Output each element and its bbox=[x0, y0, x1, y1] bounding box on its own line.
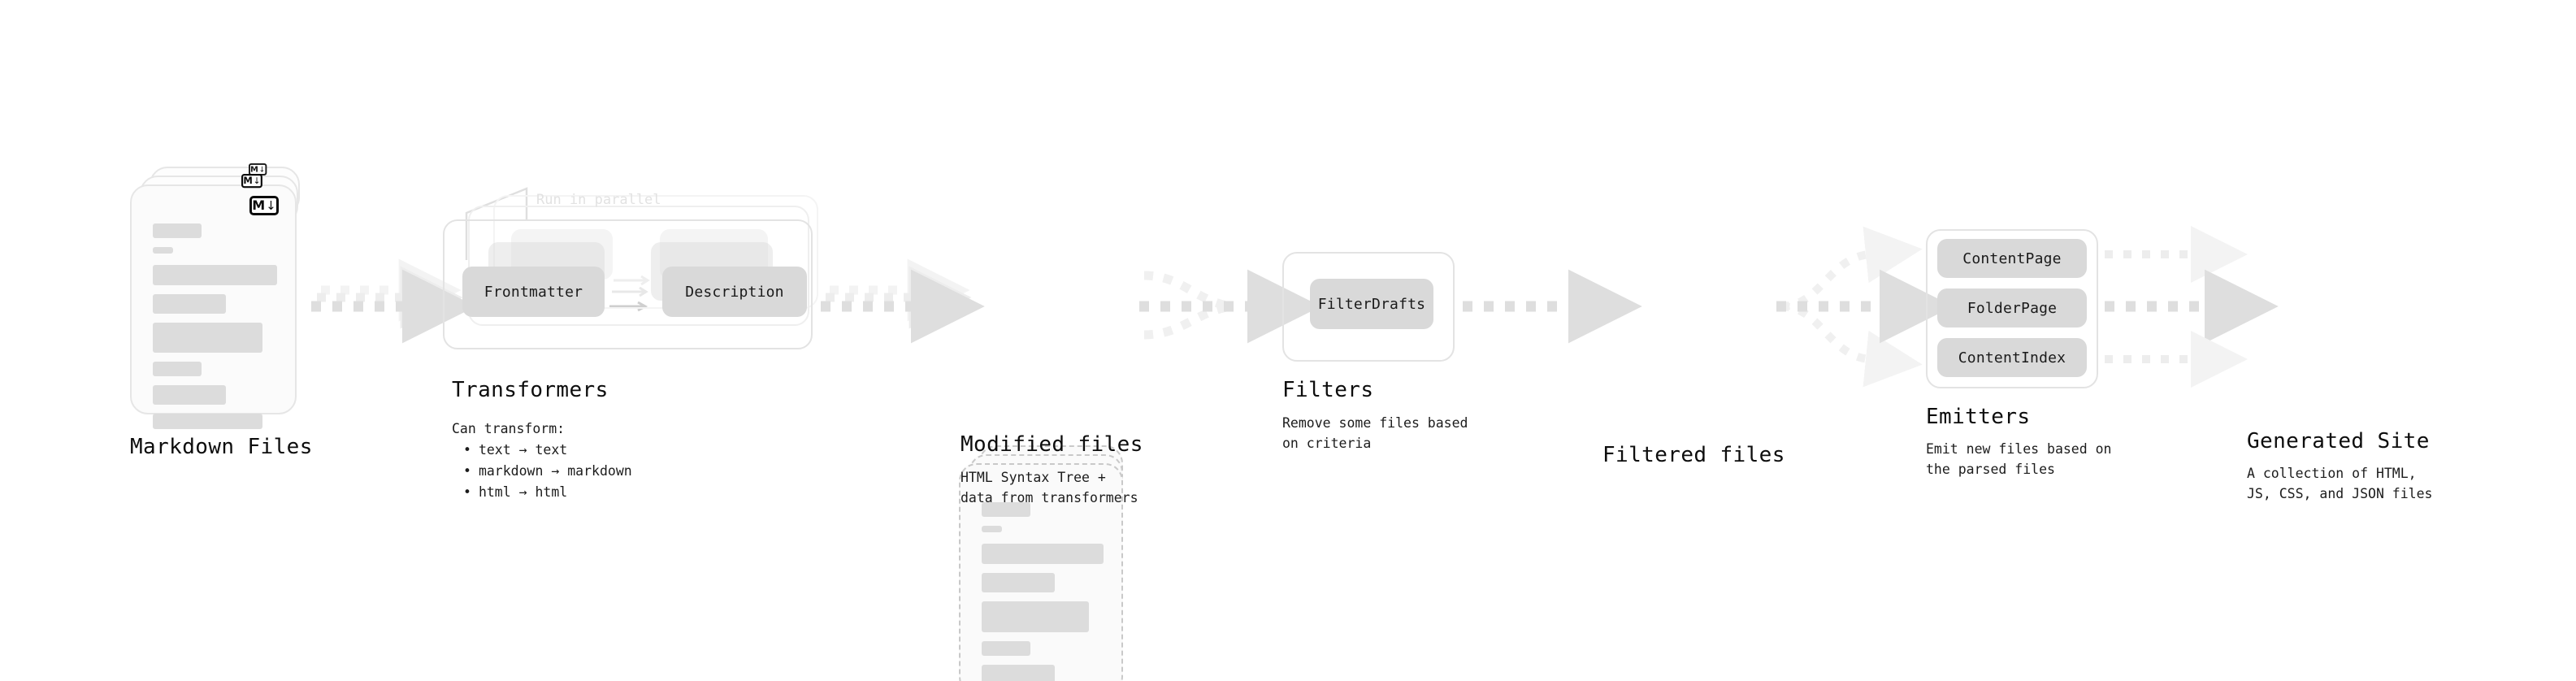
filters-group-box bbox=[1282, 252, 1455, 362]
markdown-icon-letter: M bbox=[252, 197, 266, 213]
markdown-icon-arrow: ↓ bbox=[266, 197, 276, 213]
stage-filters: FilterDrafts bbox=[1282, 252, 1457, 362]
stage-emitters: ContentPage FolderPage ContentIndex bbox=[1926, 229, 2113, 392]
stage-title-filtered-files: Filtered files bbox=[1602, 443, 1785, 467]
stage-transformers: Frontmatter Description bbox=[443, 195, 833, 358]
markdown-icon-arrow: ↓ bbox=[258, 164, 266, 174]
transformers-bullet-list: text → text markdown → markdown html → h… bbox=[463, 440, 632, 503]
transformer-group-ghost-1 bbox=[468, 206, 809, 326]
stage-title-emitters: Emitters bbox=[1926, 405, 2031, 429]
arrow-transformers-to-modified bbox=[821, 258, 985, 344]
card-placeholder-bars bbox=[982, 502, 1104, 681]
stage-title-markdown-files: Markdown Files bbox=[130, 435, 313, 459]
stage-modified-files bbox=[959, 445, 1154, 681]
run-in-parallel-note: Run in parallel bbox=[536, 192, 661, 208]
transformer-pill-frontmatter[interactable]: Frontmatter bbox=[462, 267, 605, 317]
filters-pill-filterdrafts[interactable]: FilterDrafts bbox=[1310, 279, 1433, 329]
card-sheet-front bbox=[959, 463, 1123, 681]
markdown-icon: M↓ bbox=[249, 196, 279, 215]
markdown-icon-letter: M bbox=[243, 175, 253, 187]
arrow-filtered-to-emitters bbox=[1776, 226, 1954, 388]
stage-title-transformers: Transformers bbox=[452, 378, 609, 402]
stage-title-generated-site: Generated Site bbox=[2247, 429, 2430, 453]
transformers-bullets: Can transform: text → text markdown → ma… bbox=[452, 419, 632, 503]
markdown-icon-back-1: M↓ bbox=[241, 174, 262, 189]
stage-markdown-files: M↓ M↓ M↓ bbox=[130, 163, 325, 435]
arrow-markdown-to-transformers bbox=[311, 258, 476, 344]
stage-subtitle-emitters: Emit new files based on the parsed files bbox=[1926, 441, 2112, 477]
stage-subtitle-modified-files: HTML Syntax Tree + data from transformer… bbox=[961, 470, 1138, 505]
markdown-icon-arrow: ↓ bbox=[253, 175, 261, 186]
arrow-emitters-to-site bbox=[2105, 226, 2279, 388]
emitters-pill-folderpage[interactable]: FolderPage bbox=[1937, 288, 2087, 327]
stage-title-filters: Filters bbox=[1282, 378, 1374, 402]
arrow-modified-to-filters bbox=[1139, 269, 1321, 344]
transformers-bullets-lead: Can transform: bbox=[452, 421, 566, 436]
transformer-group-box bbox=[443, 219, 813, 349]
transformer-group-ghost-2 bbox=[493, 195, 818, 309]
transformers-bullet-item: text → text bbox=[463, 440, 632, 461]
emitters-pill-contentindex[interactable]: ContentIndex bbox=[1937, 338, 2087, 377]
card-sheet-front bbox=[130, 184, 297, 429]
transformers-bullet-item: html → html bbox=[463, 482, 632, 503]
transformer-pill-description[interactable]: Description bbox=[662, 267, 807, 317]
emitters-pill-contentpage[interactable]: ContentPage bbox=[1937, 239, 2087, 278]
stage-subtitle-generated-site: A collection of HTML, JS, CSS, and JSON … bbox=[2247, 466, 2433, 501]
stage-title-modified-files: Modified files bbox=[961, 432, 1143, 457]
markdown-icon-letter: M bbox=[250, 164, 258, 175]
emitters-group-box bbox=[1926, 229, 2098, 388]
stage-subtitle-filters: Remove some files based on criteria bbox=[1282, 415, 1468, 451]
transformers-bullet-item: markdown → markdown bbox=[463, 461, 632, 482]
card-placeholder-bars bbox=[153, 223, 277, 438]
